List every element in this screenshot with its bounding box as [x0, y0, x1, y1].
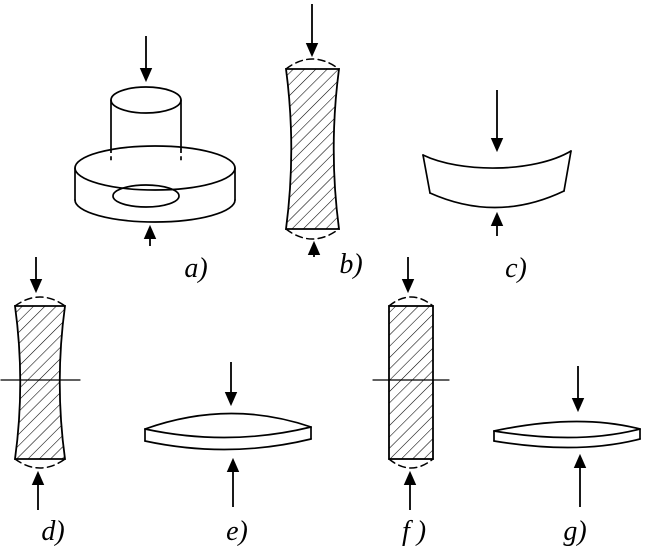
- subfigure-b: b): [284, 4, 363, 280]
- specimen-section-hourglass: [284, 68, 341, 230]
- disc-concave-top-surface: [422, 150, 572, 169]
- subfigure-label-g: g): [563, 516, 586, 546]
- subfigure-g: g): [493, 366, 641, 546]
- disc-left-wall: [422, 154, 431, 194]
- original-shape-top-arc: [388, 296, 434, 307]
- disc-bottom-edge: [493, 438, 641, 449]
- ring-bottom-edge: [74, 199, 236, 223]
- original-shape-bottom-arc: [285, 228, 340, 240]
- disc-top-back-rim: [144, 412, 312, 430]
- subfigure-label-a: a): [184, 253, 207, 284]
- specimen-section-hourglass: [13, 305, 67, 460]
- subfigure-label-c: c): [505, 253, 527, 284]
- cylinder-top-face: [110, 86, 182, 114]
- original-shape-bottom-arc: [14, 458, 66, 469]
- subfigure-label-e: e): [226, 516, 248, 546]
- disc-top-front-rim: [493, 428, 641, 439]
- original-shape-bottom-arc: [388, 458, 434, 469]
- ring-top-face: [74, 145, 236, 191]
- disc-top-front-rim: [144, 426, 312, 439]
- disc-bottom-edge: [144, 438, 312, 451]
- subfigure-label-f: f ): [402, 516, 426, 546]
- original-shape-top-arc: [285, 58, 340, 70]
- subfigure-c: c): [422, 90, 572, 284]
- subfigure-f: f ): [372, 257, 450, 546]
- disc-bottom-edge: [429, 190, 565, 209]
- disc-top-back-rim: [493, 420, 641, 432]
- subfigure-a: a): [74, 36, 236, 284]
- subfigure-e: e): [144, 362, 312, 546]
- cylinder-bottom-face: [112, 184, 180, 208]
- subfigure-d: d): [0, 257, 81, 546]
- subfigure-label-d: d): [41, 516, 64, 546]
- disc-right-wall: [563, 150, 572, 192]
- original-shape-top-arc: [14, 296, 66, 307]
- subfigure-label-b: b): [339, 249, 362, 280]
- specimen-section-straight: [388, 305, 434, 460]
